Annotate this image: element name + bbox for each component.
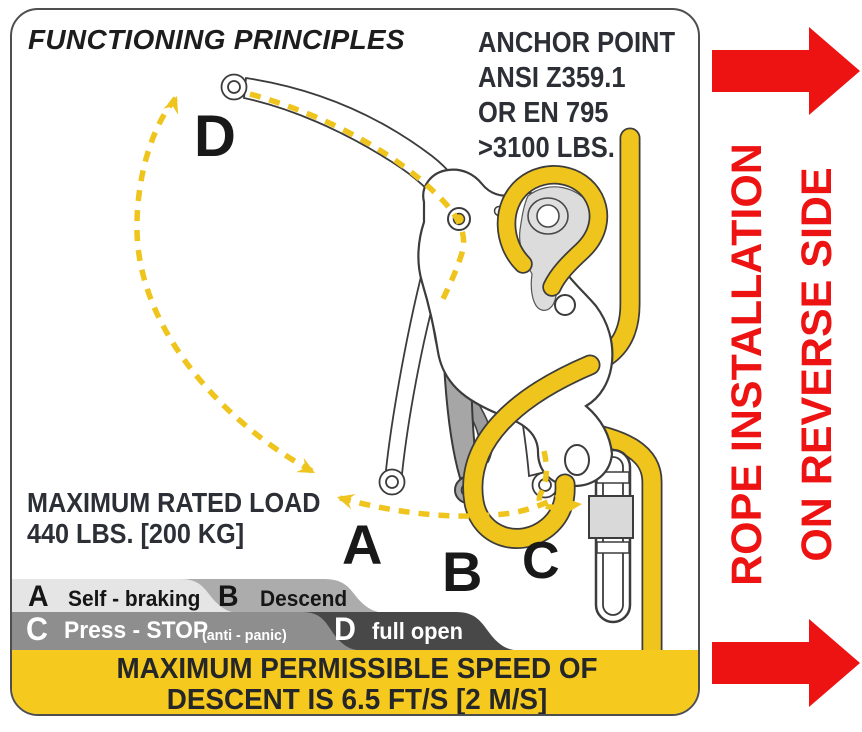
arrowhead-left <box>337 493 356 510</box>
legend-bars <box>12 579 514 650</box>
legend-key-b: B <box>218 580 239 613</box>
max-load-line: 440 LBS. [200 KG] <box>27 518 245 549</box>
speed-banner: MAXIMUM PERMISSIBLE SPEED OF DESCENT IS … <box>12 650 698 716</box>
legend-label-c: Press - STOP <box>64 617 209 644</box>
figure-title: FUNCTIONING PRINCIPLES <box>28 24 405 55</box>
arc-to-carabiner <box>536 450 574 511</box>
anchor-note: ANCHOR POINT ANSI Z359.1 OR EN 795 >3100… <box>478 26 698 166</box>
legend-label-c-suffix: (anti - panic) <box>202 627 287 644</box>
carabiner <box>588 448 634 624</box>
arc-along-d-handle <box>249 91 467 301</box>
max-load-line: MAXIMUM RATED LOAD <box>27 487 321 518</box>
arc-a-to-d <box>134 96 314 474</box>
anchor-note-line: ANCHOR POINT <box>478 27 676 59</box>
legend-label-a: Self - braking <box>68 586 201 611</box>
speed-banner-line: DESCENT IS 6.5 FT/S [2 M/S] <box>166 684 548 716</box>
position-label-b: B <box>442 540 483 603</box>
speed-banner-line: MAXIMUM PERMISSIBLE SPEED OF <box>116 653 598 685</box>
legend-bar-c <box>12 612 357 650</box>
side-note-line: ON REVERSE SIDE <box>793 167 841 562</box>
position-label-d: D <box>194 104 236 169</box>
legend-label-d: full open <box>372 618 464 644</box>
descender-illustration <box>12 73 663 666</box>
travel-arrowheads <box>163 96 582 514</box>
anchor-note-line: ANSI Z359.1 <box>478 62 626 94</box>
anchor-note-line: OR EN 795 <box>478 97 609 129</box>
arrowhead-right <box>564 497 582 514</box>
position-label-c: C <box>522 532 560 590</box>
legend-bar-a <box>12 579 232 612</box>
side-note-rotated: ROPE INSTALLATION ON REVERSE SIDE <box>712 112 862 617</box>
arc-a-b-c <box>339 491 565 519</box>
side-note: ROPE INSTALLATION ON REVERSE SIDE <box>712 112 862 617</box>
arrow-right-icon <box>712 619 860 707</box>
arrow-right-icon <box>712 27 860 115</box>
side-note-line: ROPE INSTALLATION <box>723 143 771 586</box>
legend-key-a: A <box>28 580 49 613</box>
max-load-note: MAXIMUM RATED LOAD 440 LBS. [200 KG] <box>27 487 353 549</box>
position-label-a: A <box>342 513 383 576</box>
anchor-shackle <box>527 197 569 235</box>
main-panel: FUNCTIONING PRINCIPLES ANCHOR POINT ANSI… <box>10 8 700 716</box>
carabiner-hole <box>564 444 590 476</box>
carabiner-locking-sleeve <box>588 495 634 539</box>
legend-key-c: C <box>26 611 48 647</box>
legend-label-b: Descend <box>260 586 348 611</box>
handle-travel-paths <box>134 91 574 519</box>
anchor-sling <box>496 165 609 297</box>
rope-wrap <box>462 354 601 549</box>
anchor-note-line: >3100 LBS. <box>478 132 615 164</box>
arrowhead-down-right <box>296 457 315 473</box>
arrowhead-up <box>163 96 179 115</box>
legend-key-d: D <box>334 611 356 647</box>
